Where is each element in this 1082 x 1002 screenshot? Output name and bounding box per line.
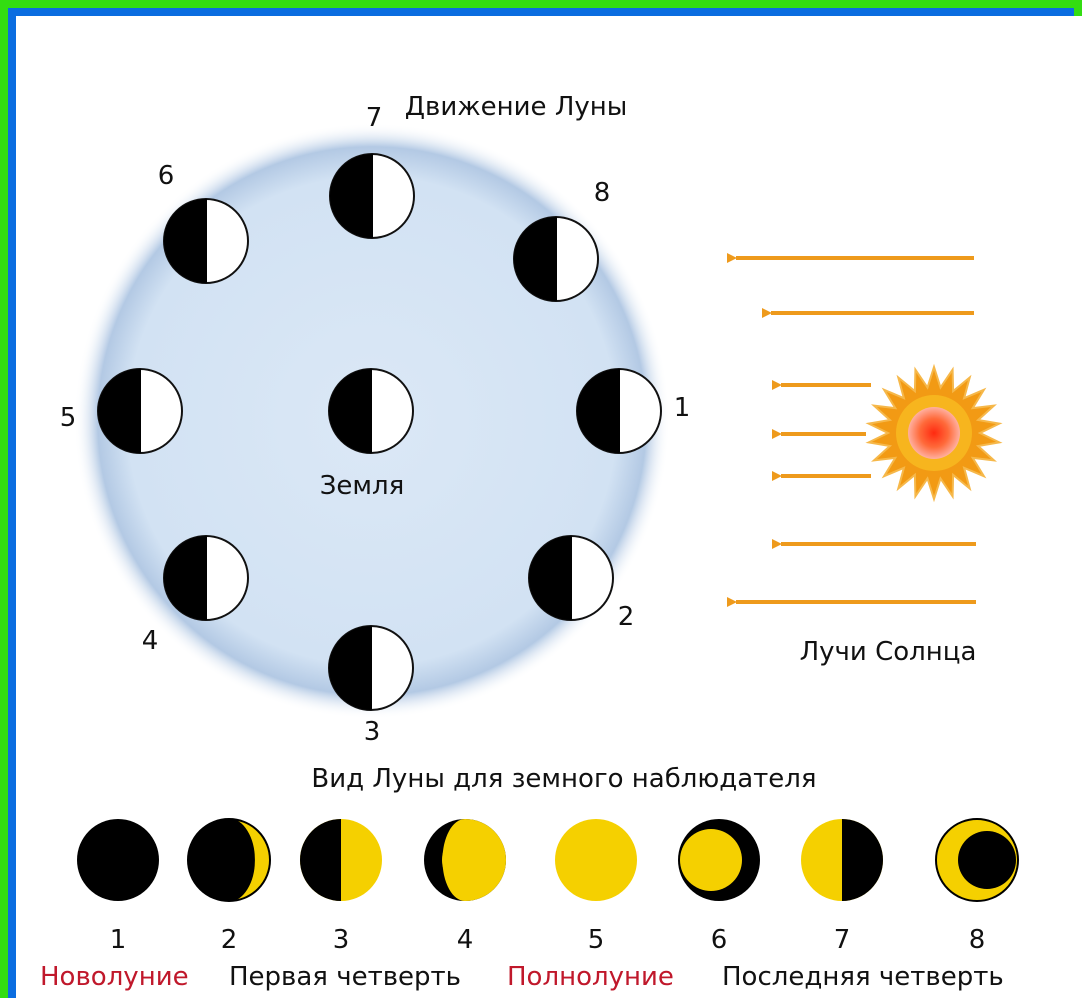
earth (329, 369, 413, 453)
orbit-moon-4 (164, 536, 248, 620)
phase-number-8: 8 (969, 925, 986, 955)
phase-waning-gibbous (678, 819, 760, 901)
orbit-moon-3 (329, 626, 413, 710)
label-first-quarter: Первая четверть (229, 962, 461, 992)
phase-number-1: 1 (110, 925, 127, 955)
orbit-number-6: 6 (158, 161, 175, 191)
orbit-moon-7 (330, 154, 414, 238)
label-new-moon: Новолуние (40, 962, 189, 992)
observer-view-title: Вид Луны для земного наблюдателя (311, 764, 816, 794)
phase-full-moon (555, 819, 637, 901)
orbit-moon-6 (164, 199, 248, 283)
orbit-number-4: 4 (142, 626, 159, 656)
phase-number-5: 5 (588, 925, 605, 955)
label-last-quarter: Последняя четверть (722, 962, 1004, 992)
phase-last-quarter (801, 819, 883, 901)
diagram-canvas: Движение Луны Земля 1 2 3 4 5 6 7 8 (16, 16, 1082, 998)
orbit-number-3: 3 (364, 717, 381, 747)
diagram-title: Движение Луны (405, 92, 628, 122)
orbit-moon-8 (514, 217, 598, 301)
phase-number-7: 7 (834, 925, 851, 955)
orbit-moon-2 (529, 536, 613, 620)
orbit-moon-1 (577, 369, 661, 453)
observed-phases (77, 819, 1018, 901)
phase-waxing-crescent (188, 819, 270, 901)
orbit-number-2: 2 (618, 602, 635, 632)
orbit-number-1: 1 (674, 393, 691, 423)
phase-waning-crescent (936, 819, 1018, 901)
orbit-number-7: 7 (366, 103, 383, 133)
phase-number-3: 3 (333, 925, 350, 955)
phase-number-4: 4 (457, 925, 474, 955)
phase-new-moon (77, 819, 159, 901)
orbit-moon-5 (98, 369, 182, 453)
moon-phases-diagram: Движение Луны Земля 1 2 3 4 5 6 7 8 (16, 16, 1082, 998)
phase-number-2: 2 (221, 925, 238, 955)
sun-rays-label: Лучи Солнца (800, 637, 977, 667)
phase-first-quarter (300, 819, 382, 901)
earth-label: Земля (320, 471, 405, 501)
label-full-moon: Полнолуние (507, 962, 674, 992)
phase-waxing-gibbous (424, 819, 506, 901)
sun-icon (869, 367, 1000, 499)
orbit-number-5: 5 (60, 403, 77, 433)
orbit-number-8: 8 (594, 178, 611, 208)
phase-number-6: 6 (711, 925, 728, 955)
